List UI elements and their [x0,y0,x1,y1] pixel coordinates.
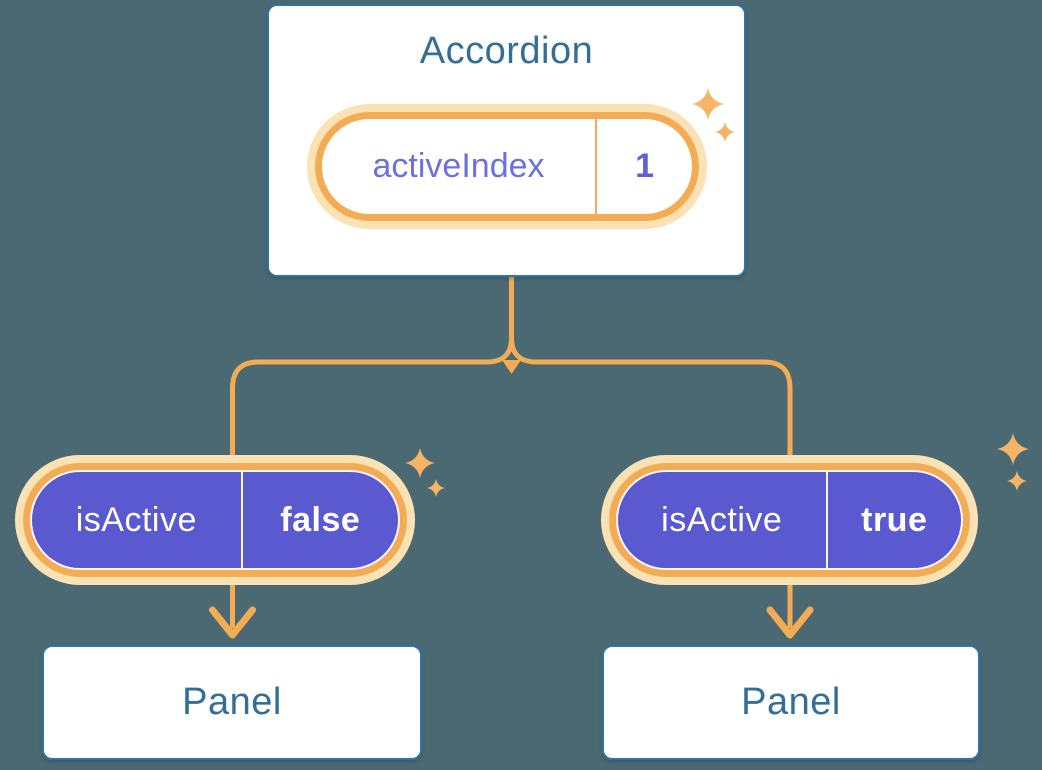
connector-right-branch [509,271,793,629]
accordion-title: Accordion [419,30,594,72]
accordion-card: Accordion activeIndex 1 [267,4,746,277]
prop-pill-false-value: false [240,472,398,568]
prop-pill-false-body: isActive false [30,470,400,570]
arrowhead-left [209,606,256,639]
arrowhead-right [766,606,814,639]
panel-right-title: Panel [741,681,841,723]
prop-pill-false: isActive false [15,455,415,585]
prop-pill-true-body: isActive true [616,470,963,570]
state-pill-value: 1 [595,119,692,214]
prop-pill-false-label: isActive [75,500,197,539]
state-pill: activeIndex 1 [307,104,707,229]
sparkle-icon [997,433,1029,491]
state-pill-label: activeIndex [372,147,545,185]
state-pill-ring: activeIndex 1 [315,112,699,221]
fork-tip [502,360,521,374]
prop-pill-false-ring: isActive false [23,463,407,577]
panel-card-left: Panel [42,645,422,760]
panel-left-title: Panel [182,681,282,723]
panel-card-right: Panel [602,645,980,760]
sparkle-icon [405,448,445,497]
prop-pill-true-ring: isActive true [609,463,970,577]
state-pill-body: activeIndex 1 [322,119,692,214]
prop-pill-true-value: true [825,472,962,568]
prop-pill-true: isActive true [601,455,978,585]
connector-left-branch [230,271,514,629]
sparkle-icon [692,88,735,142]
prop-pill-true-label: isActive [661,500,783,539]
